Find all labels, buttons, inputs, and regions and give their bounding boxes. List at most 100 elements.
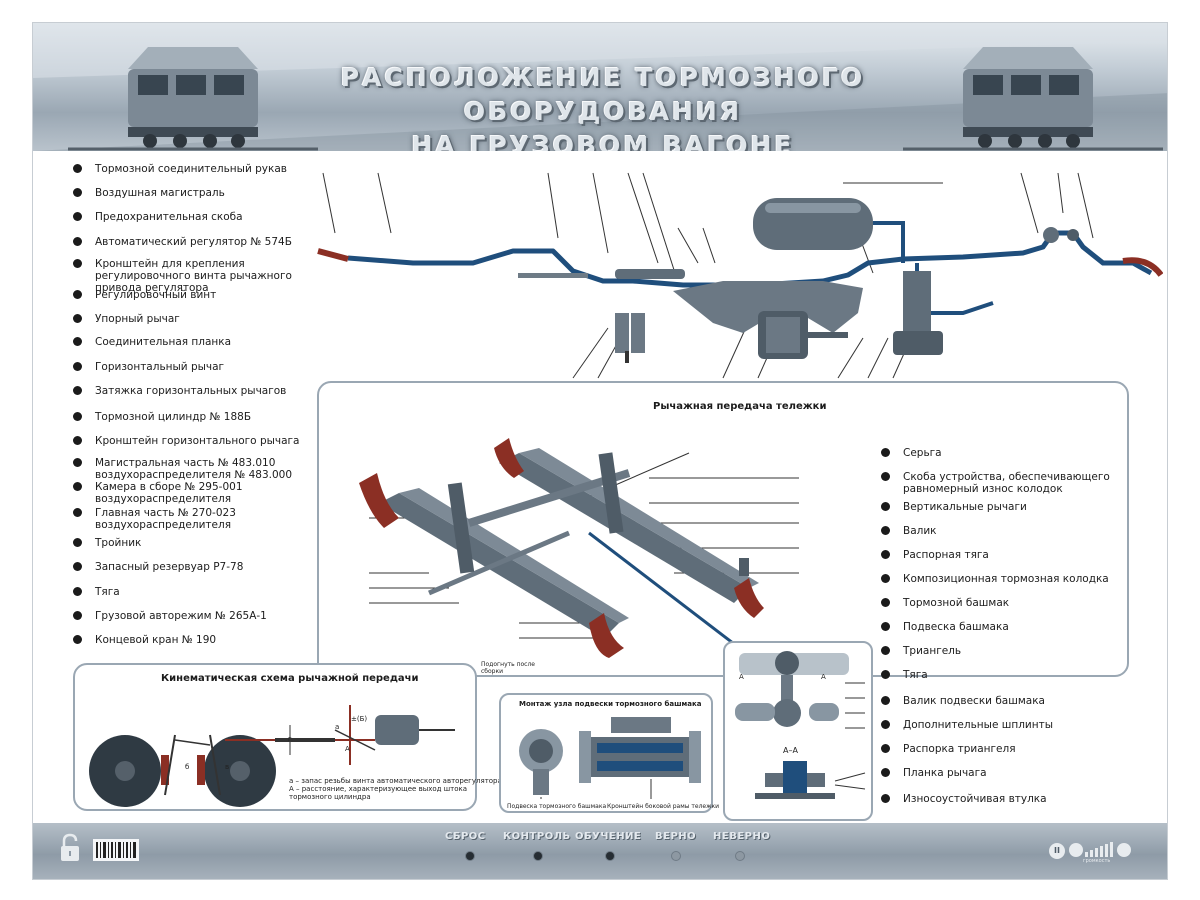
bullet-icon bbox=[73, 635, 82, 644]
mount-drawing bbox=[519, 717, 701, 799]
bogie-legend-label: Планка рычага bbox=[903, 767, 987, 779]
bullet-icon bbox=[73, 538, 82, 547]
bullet-icon bbox=[73, 314, 82, 323]
control-led bbox=[533, 851, 543, 861]
brake-cylinder bbox=[758, 311, 848, 359]
bullet-icon bbox=[881, 622, 890, 631]
pause-icon: II bbox=[1054, 846, 1060, 855]
left-legend-label: Регулировочный винт bbox=[95, 289, 217, 301]
detail-label-a2: А bbox=[821, 673, 826, 681]
bogie-legend-label: Композиционная тормозная колодка bbox=[903, 573, 1109, 585]
bogie-panel-title: Рычажная передача тележки bbox=[653, 401, 827, 412]
left-legend-label: Воздушная магистраль bbox=[95, 187, 225, 199]
bullet-icon bbox=[881, 526, 890, 535]
train-icon bbox=[903, 47, 1163, 151]
detail-section-label: А–А bbox=[783, 746, 798, 755]
air-distributor bbox=[893, 227, 1079, 355]
kinematic-panel-title: Кинематическая схема рычажной передачи bbox=[161, 673, 419, 684]
bogie-legend-label: Распорная тяга bbox=[903, 549, 989, 561]
kinematic-label-a: а bbox=[335, 723, 340, 731]
bullet-icon bbox=[881, 696, 890, 705]
bullet-icon bbox=[73, 508, 82, 517]
left-legend-label: Грузовой авторежим № 265А-1 bbox=[95, 610, 267, 622]
bogie-legend-label: Триангель bbox=[903, 645, 962, 657]
bullet-icon bbox=[73, 436, 82, 445]
bullet-icon bbox=[881, 794, 890, 803]
bullet-icon bbox=[73, 458, 82, 467]
mount-label-right: Кронштейн боковой рамы тележки bbox=[607, 803, 720, 810]
left-legend-label: Соединительная планка bbox=[95, 336, 232, 348]
left-legend-label: Запасный резервуар Р7-78 bbox=[95, 561, 244, 573]
control-button[interactable]: КОНТРОЛЬ bbox=[503, 831, 571, 842]
left-legend-label: Упорный рычаг bbox=[95, 313, 180, 325]
bullet-icon bbox=[73, 337, 82, 346]
bogie-legend-label: Подвеска башмака bbox=[903, 621, 1009, 633]
detail-section-panel: А А А–А bbox=[723, 641, 873, 821]
kinematic-label-g: г bbox=[288, 735, 292, 743]
bullet-icon bbox=[73, 188, 82, 197]
lever-frame bbox=[518, 269, 863, 333]
train-icon bbox=[68, 47, 318, 151]
bullet-icon bbox=[73, 611, 82, 620]
air-main-line bbox=[347, 230, 1073, 288]
bogie-legend-label: Дополнительные шплинты bbox=[903, 719, 1054, 731]
brake-equipment-diagram bbox=[317, 172, 1163, 379]
left-legend-label: Концевой кран № 190 bbox=[95, 634, 217, 646]
left-legend-label: Горизонтальный рычаг bbox=[95, 361, 225, 373]
bullet-icon bbox=[73, 362, 82, 371]
kinematic-label-sk: ±(Б) bbox=[351, 715, 368, 723]
bogie-legend-label: Тормозной башмак bbox=[903, 597, 1010, 609]
bullet-icon bbox=[881, 598, 890, 607]
kinematic-label-A: А bbox=[345, 745, 350, 753]
bullet-icon bbox=[73, 386, 82, 395]
bullet-icon bbox=[73, 482, 82, 491]
brake-hose-left bbox=[317, 248, 349, 262]
volume-up-button[interactable] bbox=[1117, 843, 1131, 857]
volume-label: громкость bbox=[1083, 858, 1111, 864]
bogie-legend-label: Распорка триангеля bbox=[903, 743, 1016, 755]
bogie-legend-label: Вертикальные рычаги bbox=[903, 501, 1027, 513]
bullet-icon bbox=[881, 502, 890, 511]
reset-button[interactable]: СБРОС bbox=[445, 831, 486, 842]
bullet-icon bbox=[881, 646, 890, 655]
bullet-icon bbox=[73, 587, 82, 596]
air-main-line-end bbox=[1070, 231, 1153, 276]
mount-callout: Подогнуть после сборки bbox=[481, 661, 535, 675]
left-legend-label: Тяга bbox=[95, 586, 120, 598]
bullet-icon bbox=[881, 550, 890, 559]
control-footer: СБРОС КОНТРОЛЬ ОБУЧЕНИЕ ВЕРНО НЕВЕРНО II… bbox=[33, 823, 1167, 879]
kinematic-label-b: б bbox=[185, 763, 190, 771]
regulator-bracket bbox=[615, 313, 645, 363]
mount-assembly-panel: Монтаж узла подвески тормозного башмака … bbox=[499, 693, 719, 813]
bogie-legend-label: Серьга bbox=[903, 447, 942, 459]
volume-down-button[interactable] bbox=[1069, 843, 1083, 857]
poster-board: Расположение тормозного оборудования на … bbox=[32, 22, 1168, 880]
bullet-icon bbox=[881, 574, 890, 583]
training-button[interactable]: ОБУЧЕНИЕ bbox=[575, 831, 642, 842]
bullet-icon bbox=[73, 562, 82, 571]
bogie-legend-label: Тяга bbox=[903, 669, 928, 681]
lock-icon[interactable] bbox=[59, 833, 81, 863]
left-legend-label: Тройник bbox=[95, 537, 142, 549]
reset-led bbox=[465, 851, 475, 861]
bullet-icon bbox=[881, 720, 890, 729]
bullet-icon bbox=[881, 744, 890, 753]
header-banner: Расположение тормозного оборудования на … bbox=[33, 23, 1167, 151]
page-title: Расположение тормозного оборудования на … bbox=[223, 61, 983, 151]
brake-hose-right bbox=[1122, 257, 1163, 277]
kinematic-drawing bbox=[89, 705, 455, 807]
page-title-line-1: Расположение тормозного оборудования bbox=[340, 63, 866, 126]
training-led bbox=[605, 851, 615, 861]
detail-section-drawing bbox=[735, 651, 866, 799]
left-legend-label: Предохранительная скоба bbox=[95, 211, 243, 223]
left-legend-label: Автоматический регулятор № 574Б bbox=[95, 236, 292, 248]
left-legend-label: Магистральная часть № 483.010 воздухорас… bbox=[95, 457, 293, 481]
detail-label-a1: А bbox=[739, 673, 744, 681]
bogie-legend-label: Износоустойчивая втулка bbox=[903, 793, 1047, 805]
left-legend-label: Тормозной цилиндр № 188Б bbox=[95, 411, 252, 423]
kinematic-label-c: в bbox=[225, 763, 230, 771]
pause-button[interactable]: II bbox=[1049, 843, 1065, 859]
header-decoration bbox=[33, 23, 1167, 151]
bogie-legend-label: Скоба устройства, обеспечивающего равном… bbox=[903, 471, 1110, 495]
left-legend-label: Главная часть № 270-023 воздухораспредел… bbox=[95, 507, 236, 531]
